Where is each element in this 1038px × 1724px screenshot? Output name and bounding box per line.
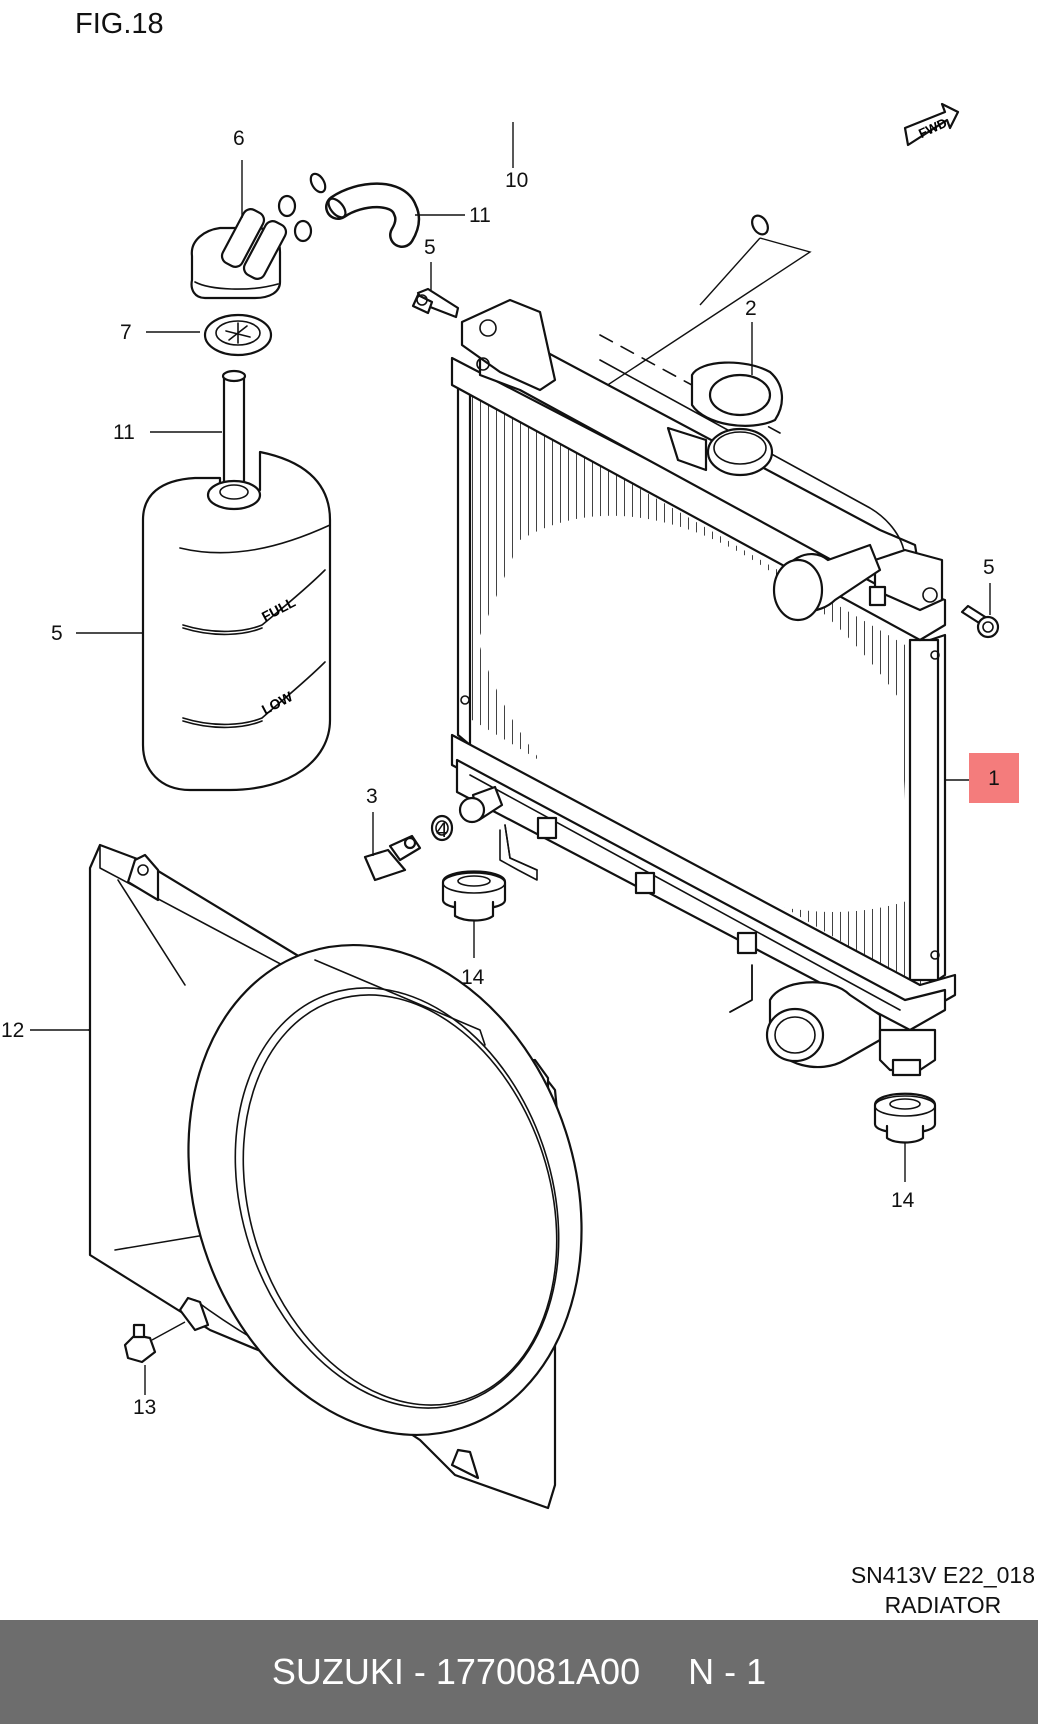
- callout-2: 2: [745, 297, 757, 320]
- reservoir-tank: FULL LOW: [141, 450, 332, 792]
- callout-9: 10: [505, 169, 529, 192]
- callout-1-highlight[interactable]: 1: [969, 753, 1019, 803]
- callout-11: 11: [469, 204, 491, 227]
- radiator-cap: [690, 361, 783, 427]
- callout-7: 6: [233, 127, 245, 150]
- shroud-clip: [123, 1321, 186, 1364]
- callout-10: 11: [113, 421, 135, 444]
- fwd-arrow-icon: FWD: [903, 102, 960, 147]
- fan-shroud: [88, 843, 583, 1510]
- fwd-text: FWD: [916, 115, 949, 141]
- mount-cushion-right: [873, 1092, 937, 1144]
- footer-part-number: SUZUKI - 1770081A00: [271, 1651, 641, 1692]
- callout-6: 5: [51, 622, 63, 645]
- footer-quantity: N - 1: [688, 1651, 767, 1692]
- callout-5-right: 5: [983, 556, 995, 579]
- bolt-right: [960, 604, 1000, 639]
- callout-4: 4: [436, 819, 448, 842]
- reservoir-tube: [206, 369, 262, 511]
- callout-leaders: [30, 160, 991, 1395]
- callout-5-upper: 5: [424, 236, 436, 259]
- figure-title: FIG.18: [75, 8, 164, 40]
- callout-8: 7: [120, 321, 132, 344]
- mount-cushion-left: [441, 870, 507, 922]
- callout-3: 3: [366, 785, 378, 808]
- temperature-sensor: [363, 834, 422, 882]
- parts-diagram: FWD FULL LOW: [1, 8, 1035, 1620]
- figure-caption: SN413V E22_018 RADIATOR: [851, 1560, 1035, 1620]
- section-name: RADIATOR: [884, 1592, 1002, 1618]
- callout-12: 12: [1, 1019, 25, 1042]
- radiator-hose-small: [325, 182, 421, 248]
- radiator: [450, 298, 957, 1077]
- model-code: SN413V E22_018: [850, 1562, 1035, 1588]
- diagram-drawing: FWD FULL LOW: [30, 86, 1000, 1510]
- callout-14-right: 14: [891, 1189, 915, 1212]
- bolt-upper: [411, 287, 460, 319]
- reservoir-cap-seal: [203, 313, 273, 357]
- reservoir-cap-fitting: [190, 194, 313, 300]
- callout-14-left: 14: [461, 966, 485, 989]
- callout-13: 13: [133, 1396, 157, 1419]
- radiator-hose-upper: [308, 86, 770, 236]
- sensor-gasket: [430, 814, 454, 842]
- footer-bar: SUZUKI - 1770081A00 N - 1: [0, 1620, 1038, 1724]
